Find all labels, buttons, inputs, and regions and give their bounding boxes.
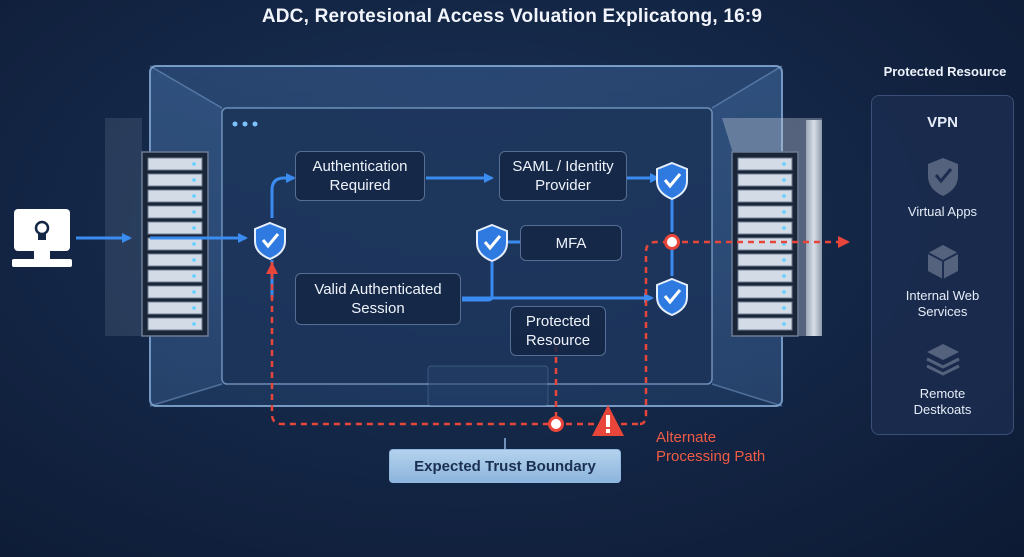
server-led-icon: [192, 194, 196, 198]
server-slot: [147, 189, 203, 203]
protected-resource-label: Protected Resource: [525, 313, 591, 349]
server-led-icon: [782, 290, 786, 294]
server-slot: [147, 301, 203, 315]
server-slot: [737, 285, 793, 299]
server-led-icon: [192, 242, 196, 246]
server-led-icon: [192, 290, 196, 294]
server-slot: [737, 253, 793, 267]
server-slot: [147, 253, 203, 267]
server-led-icon: [192, 178, 196, 182]
shield-check-icon: [656, 277, 688, 317]
server-led-icon: [782, 274, 786, 278]
trust-boundary-label: Expected Trust Boundary: [389, 449, 621, 483]
server-led-icon: [192, 258, 196, 262]
protected-resource-box: Protected Resource: [510, 306, 606, 356]
alternate-node-icon: [548, 416, 564, 432]
valid-session-box: Valid Authenticated Session: [295, 273, 461, 325]
server-led-icon: [782, 162, 786, 166]
shield-check-icon: [656, 161, 688, 201]
saml-provider-label: SAML / Identity Provider: [512, 158, 614, 194]
server-slot: [147, 269, 203, 283]
server-slot: [147, 173, 203, 187]
alternate-node-icon: [664, 234, 680, 250]
warning-icon: [592, 405, 624, 436]
server-slot: [737, 173, 793, 187]
resources-panel: [871, 95, 1014, 435]
server-led-icon: [192, 322, 196, 326]
server-slot: [737, 157, 793, 171]
server-slot: [737, 301, 793, 315]
resources-title: Protected Resource: [883, 64, 1007, 79]
shield-to-auth-arrow: [270, 173, 296, 218]
page-title: ADC, Rerotesional Aᴄcess Voluation Expli…: [261, 6, 763, 27]
shield-check-icon: [476, 223, 508, 263]
valid-session-label: Valid Authenticated Session: [314, 281, 442, 317]
resource-remote-desktops-label: Remote Destkoats: [913, 386, 972, 417]
window-dot-icon: [232, 121, 238, 127]
right-server-rack: [722, 118, 822, 337]
resource-virtual-apps-label: Virtual Apps: [907, 204, 978, 219]
shield-check-icon: [254, 221, 286, 261]
server-led-icon: [782, 258, 786, 262]
server-led-icon: [782, 178, 786, 182]
server-slot: [147, 157, 203, 171]
server-led-icon: [192, 274, 196, 278]
left-server-rack: [105, 118, 209, 337]
window-dot-icon: [242, 121, 248, 127]
resource-vpn-label: VPN: [927, 114, 958, 131]
saml-provider-box: SAML / Identity Provider: [499, 151, 627, 201]
alternate-path-label: Alternate Processing Path: [656, 429, 766, 465]
server-slot: [737, 189, 793, 203]
server-slot: [147, 205, 203, 219]
auth-required-label: Authentication Required: [312, 158, 408, 194]
server-slot: [737, 269, 793, 283]
resource-internal-web-label: Internal Web Services: [905, 288, 980, 319]
auth-required-box: Authentication Required: [295, 151, 425, 201]
client-computer-icon: [12, 209, 72, 267]
mfa-label: MFA: [555, 234, 587, 252]
server-led-icon: [782, 210, 786, 214]
mfa-box: MFA: [520, 225, 622, 261]
server-led-icon: [782, 226, 786, 230]
server-led-icon: [192, 162, 196, 166]
server-led-icon: [192, 306, 196, 310]
server-slot: [737, 221, 793, 235]
server-led-icon: [782, 322, 786, 326]
server-led-icon: [782, 306, 786, 310]
server-led-icon: [192, 226, 196, 230]
server-slot: [147, 317, 203, 331]
alternate-left-leg: [270, 262, 556, 426]
server-led-icon: [192, 210, 196, 214]
window-dot-icon: [252, 121, 258, 127]
server-led-icon: [782, 194, 786, 198]
server-slot: [147, 221, 203, 235]
alternate-up-leg: [639, 240, 664, 426]
primary-flow: [76, 173, 674, 303]
server-slot: [737, 317, 793, 331]
server-slot: [737, 205, 793, 219]
alternate-arrow-up-icon: [266, 262, 278, 274]
server-slot: [147, 285, 203, 299]
